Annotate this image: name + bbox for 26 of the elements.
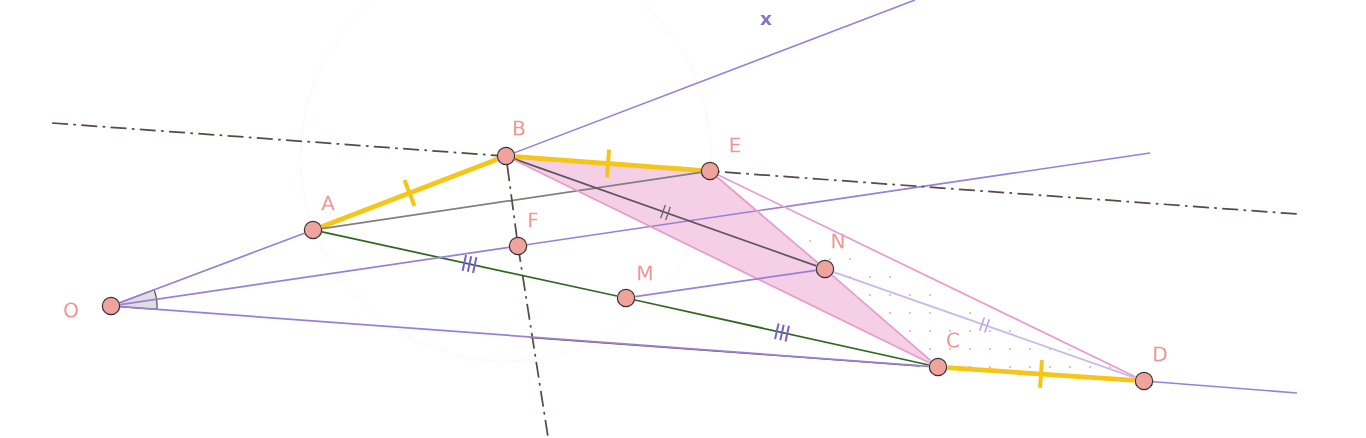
point-label: B xyxy=(514,120,525,136)
line-segment xyxy=(634,299,930,366)
line-segment xyxy=(118,232,306,304)
line-segment xyxy=(321,231,618,297)
line-segment xyxy=(119,305,930,368)
point-label: M xyxy=(638,265,652,281)
point-label: A xyxy=(321,195,335,211)
line-name: x xyxy=(760,14,772,26)
point-label: C xyxy=(947,332,959,348)
line-segment xyxy=(506,164,518,238)
line-segment xyxy=(119,246,510,306)
point-label: E xyxy=(730,137,741,153)
line-segment xyxy=(320,157,499,229)
line-segment xyxy=(831,274,932,362)
point-label: O xyxy=(64,302,78,318)
point-label: F xyxy=(529,212,538,228)
line-segment xyxy=(634,269,817,298)
line-segment xyxy=(513,158,818,267)
line-segment xyxy=(717,174,1137,378)
line-segment xyxy=(716,176,819,264)
line-segment xyxy=(515,154,701,173)
line-segment xyxy=(321,171,702,230)
line-segment xyxy=(832,271,1137,379)
line-segment xyxy=(947,365,1135,383)
point-label: D xyxy=(1154,346,1167,362)
point-label: N xyxy=(832,233,844,249)
